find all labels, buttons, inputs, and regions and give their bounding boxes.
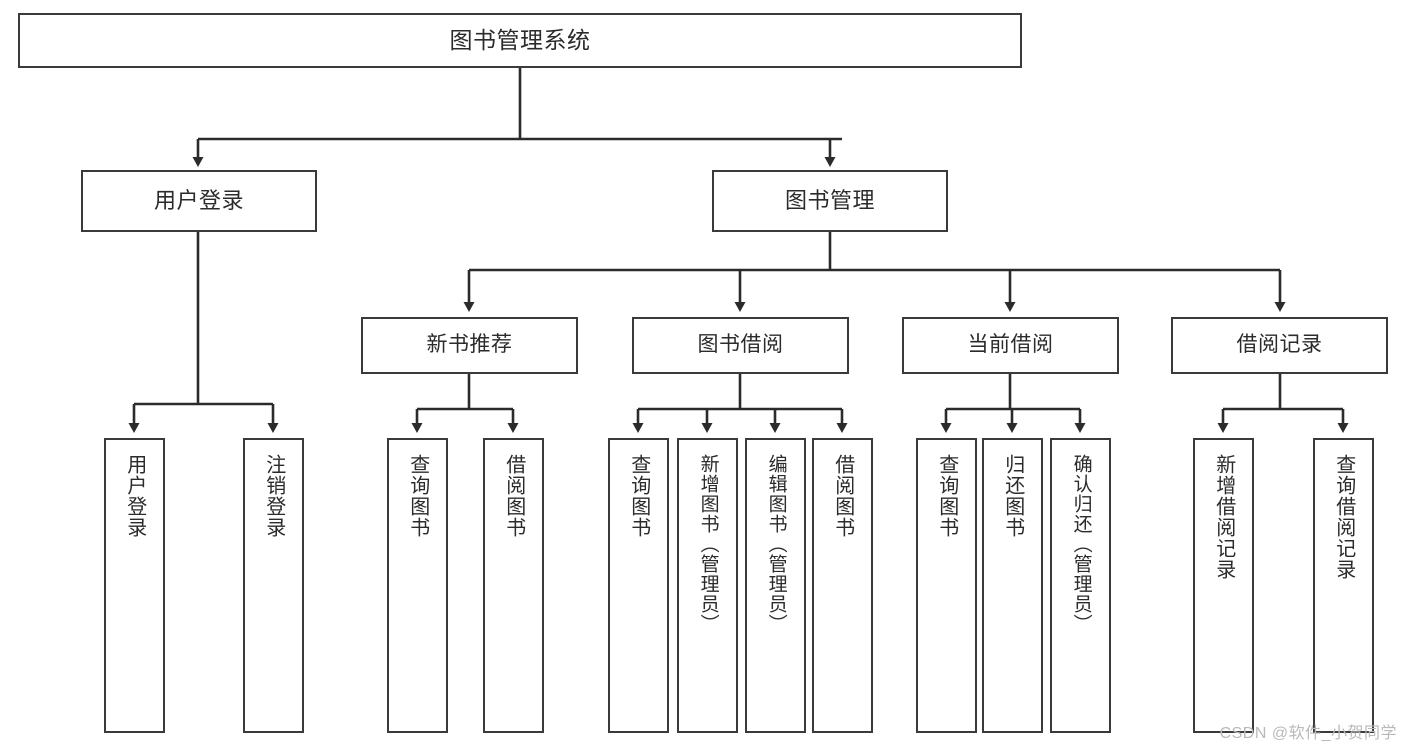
node-borrow-record[interactable]: 借阅记录 [1171,317,1388,374]
node-label: 新书推荐 [426,333,513,357]
leaf-borrow-record-add-record[interactable]: 新增借阅记录 [1193,438,1254,733]
leaf-new-book-borrow-book[interactable]: 借阅图书 [483,438,544,733]
node-label: 编辑图书（管理员） [765,454,787,634]
leaf-new-book-query-book[interactable]: 查询图书 [387,438,448,733]
node-label: 用户登录 [153,188,244,214]
node-label: 图书管理 [784,188,875,214]
node-root-system[interactable]: 图书管理系统 [18,13,1022,68]
node-new-book-recommend[interactable]: 新书推荐 [361,317,578,374]
node-label: 当前借阅 [967,333,1054,357]
node-label: 借阅图书 [831,454,854,538]
leaf-book-borrow-add-book-admin[interactable]: 新增图书（管理员） [677,438,738,733]
node-label: 查询图书 [627,454,650,538]
node-label: 新增借阅记录 [1212,454,1235,580]
node-label: 查询图书 [406,454,429,538]
leaf-user-login-logout[interactable]: 注销登录 [243,438,304,733]
node-label: 查询借阅记录 [1332,454,1355,580]
node-label: 注销登录 [262,454,285,538]
node-label: 新增图书（管理员） [697,454,719,634]
watermark-text: CSDN @软件_小贺同学 [1219,725,1397,742]
leaf-current-borrow-return-book[interactable]: 归还图书 [982,438,1043,733]
leaf-book-borrow-edit-book-admin[interactable]: 编辑图书（管理员） [745,438,806,733]
leaf-borrow-record-query-record[interactable]: 查询借阅记录 [1313,438,1374,733]
leaf-user-login-login[interactable]: 用户登录 [104,438,165,733]
node-current-borrow[interactable]: 当前借阅 [902,317,1119,374]
node-label: 图书借阅 [697,333,784,357]
node-label: 借阅图书 [502,454,525,538]
node-label: 查询图书 [935,454,958,538]
node-label: 归还图书 [1001,454,1024,538]
leaf-book-borrow-query-book[interactable]: 查询图书 [608,438,669,733]
node-user-login[interactable]: 用户登录 [81,170,317,232]
node-book-borrow[interactable]: 图书借阅 [632,317,849,374]
node-label: 确认归还（管理员） [1070,454,1092,634]
leaf-book-borrow-borrow-book[interactable]: 借阅图书 [812,438,873,733]
node-label: 借阅记录 [1236,333,1323,357]
leaf-current-borrow-confirm-return-admin[interactable]: 确认归还（管理员） [1050,438,1111,733]
node-book-management[interactable]: 图书管理 [712,170,948,232]
leaf-current-borrow-query-book[interactable]: 查询图书 [916,438,977,733]
node-label: 用户登录 [123,454,146,538]
node-label: 图书管理系统 [449,26,591,53]
